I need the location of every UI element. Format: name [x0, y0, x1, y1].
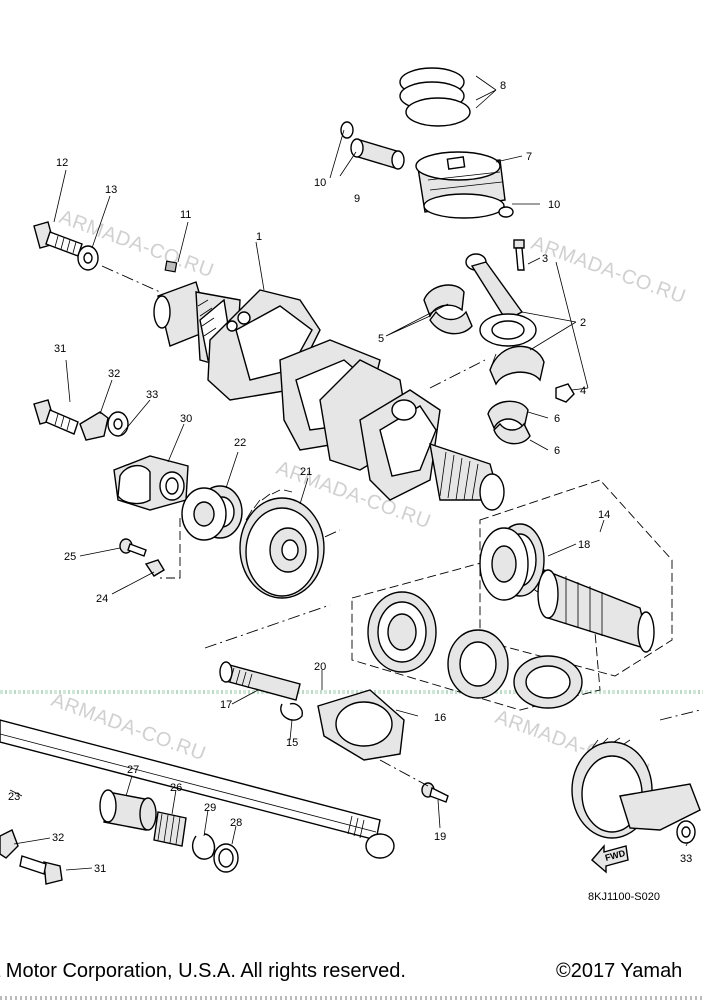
callouts: 1 2 3 4 5 6 6 7 8 9 10 10 11 12 13 14 15…	[8, 80, 692, 875]
callout-22: 22	[234, 437, 246, 449]
callout-13: 13	[105, 184, 117, 196]
callout-6: 6	[554, 413, 560, 425]
piston	[415, 151, 506, 219]
nut-4	[555, 383, 575, 403]
bolt-25	[119, 538, 147, 557]
long-shaft-23	[0, 719, 395, 859]
key-11	[164, 260, 178, 273]
fwd-arrow-icon: FWD	[591, 844, 629, 874]
callout-15: 15	[286, 737, 298, 749]
crankshaft	[153, 281, 505, 511]
callout-29: 29	[204, 802, 216, 814]
callout-28: 28	[230, 817, 242, 829]
callout-18: 18	[578, 539, 590, 551]
callout-5: 5	[378, 333, 384, 345]
callout-33: 33	[680, 853, 692, 865]
bolt-31-lower	[19, 855, 63, 885]
lock-washer-32-lower	[0, 829, 19, 859]
bearing-14	[479, 523, 545, 601]
bearing-22	[181, 485, 243, 541]
connecting-rod	[465, 253, 537, 347]
callout-10: 10	[314, 177, 326, 189]
bolt-31	[33, 399, 79, 435]
callout-1: 1	[256, 231, 262, 243]
callout-32: 32	[52, 832, 64, 844]
callout-33: 33	[146, 389, 158, 401]
retainer-plate	[317, 689, 405, 761]
sleeve-27	[99, 789, 157, 831]
bearing-5	[423, 284, 473, 335]
callout-21: 21	[300, 466, 312, 478]
footer: ha Motor Corporation, U.S.A. All rights …	[0, 958, 703, 1000]
callout-31: 31	[94, 863, 106, 875]
bolt-12	[33, 221, 83, 257]
copyright-year: ©2017 Yamah	[556, 960, 683, 982]
callout-10: 10	[548, 199, 560, 211]
callout-9: 9	[354, 193, 360, 205]
piston-rings	[399, 67, 471, 127]
callout-23: 23	[8, 791, 20, 803]
callout-6: 6	[554, 445, 560, 457]
balancer-gear	[571, 737, 701, 839]
callout-19: 19	[434, 831, 446, 843]
washer-13	[77, 245, 99, 271]
bolt-19	[421, 782, 449, 803]
axis-line-input-shaft	[204, 604, 331, 649]
axis-line-19	[379, 759, 429, 787]
callout-2: 2	[580, 317, 586, 329]
watermark-text: ARMADA-CO.RU	[528, 232, 688, 308]
bearing-6	[487, 400, 531, 445]
callout-12: 12	[56, 157, 68, 169]
washer-28	[213, 843, 239, 873]
callout-16: 16	[434, 712, 446, 724]
leader-lines	[9, 75, 689, 871]
circlip	[340, 121, 354, 139]
callout-4: 4	[580, 385, 586, 397]
conrod-cap	[489, 345, 545, 386]
axis-line-bolt-12	[101, 265, 161, 293]
callout-3: 3	[542, 253, 548, 265]
callout-31: 31	[54, 343, 66, 355]
callout-14: 14	[598, 509, 610, 521]
bearing-housing	[513, 655, 583, 709]
callout-30: 30	[180, 413, 192, 425]
callout-11: 11	[180, 209, 191, 221]
shaft-18	[537, 568, 655, 653]
copyright-text: ha Motor Corporation, U.S.A. All rights …	[0, 960, 406, 982]
circlip	[498, 206, 514, 218]
callout-27: 27	[127, 764, 139, 776]
needle-bearing-26	[153, 811, 187, 847]
callout-17: 17	[220, 699, 232, 711]
bearing-shaft	[447, 629, 509, 699]
axis-line-conrod	[429, 359, 486, 389]
callout-20: 20	[314, 661, 326, 673]
scan-edge	[0, 996, 703, 1000]
circlip-29	[191, 833, 216, 860]
conrod-bolt	[513, 239, 525, 271]
lock-washer-32	[79, 411, 109, 441]
washer-33-lower	[676, 820, 696, 844]
balancer-weight-30	[113, 455, 189, 511]
gear-21	[239, 489, 325, 599]
drawing-code: 8KJ1100-S020	[588, 891, 660, 903]
scan-seam	[0, 690, 703, 694]
drive-shaft-17	[219, 661, 301, 701]
oil-seal	[367, 591, 437, 673]
axis-line-right	[659, 709, 701, 721]
circlip-15	[280, 702, 304, 721]
piston-pin	[350, 138, 405, 170]
washer-33	[107, 411, 129, 437]
callout-32: 32	[108, 368, 120, 380]
clip-24	[144, 559, 165, 577]
axis-line-24	[160, 518, 181, 579]
callout-24: 24	[96, 593, 108, 605]
callout-8: 8	[500, 80, 506, 92]
callout-26: 26	[170, 782, 182, 794]
callout-25: 25	[64, 551, 76, 563]
callout-7: 7	[526, 151, 532, 163]
